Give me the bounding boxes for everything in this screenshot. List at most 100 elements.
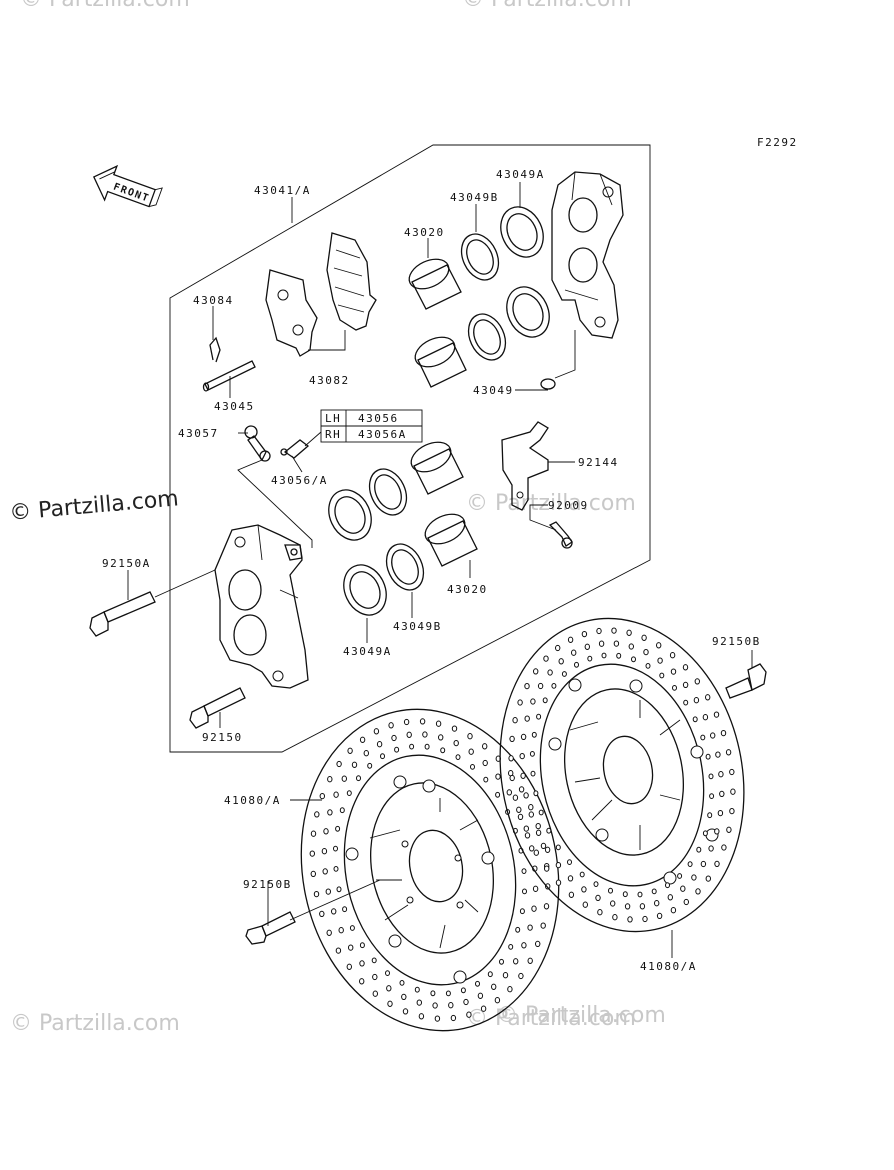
- drill-hole: [480, 1005, 487, 1012]
- drill-hole: [477, 992, 484, 999]
- drill-hole: [597, 909, 603, 916]
- drill-hole: [567, 859, 572, 865]
- drill-hole: [558, 658, 564, 665]
- drill-hole: [430, 990, 436, 997]
- drill-hole: [543, 903, 550, 910]
- callout-92150A: 92150A: [102, 557, 151, 570]
- drill-hole: [568, 891, 575, 898]
- drill-hole: [512, 717, 518, 724]
- drill-hole: [440, 747, 446, 754]
- washer-43049: [540, 378, 556, 390]
- drill-hole: [517, 813, 524, 821]
- side-part-table: LH 43056 RH 43056A: [320, 409, 423, 443]
- drill-hole: [530, 698, 536, 705]
- drill-hole: [518, 972, 524, 980]
- piston-upper-2: [414, 336, 467, 388]
- drill-hole: [581, 886, 587, 893]
- drill-hole: [523, 792, 529, 799]
- drill-hole: [327, 776, 333, 783]
- drill-hole: [399, 980, 405, 986]
- drill-hole: [535, 940, 541, 948]
- drill-hole: [520, 772, 526, 779]
- drill-hole: [424, 743, 430, 750]
- drill-hole: [523, 825, 529, 832]
- drill-hole: [682, 681, 689, 689]
- bleed-valve: [280, 439, 310, 459]
- drill-hole: [515, 926, 521, 933]
- watermark-mid: © Partzilla.com: [466, 491, 636, 516]
- drill-hole: [531, 905, 537, 912]
- drill-hole: [702, 830, 708, 837]
- drill-hole: [401, 993, 407, 1001]
- drill-hole: [475, 980, 480, 987]
- brake-pad-front: [265, 269, 318, 357]
- drill-hole: [708, 845, 714, 852]
- drill-hole: [372, 973, 378, 981]
- drill-hole: [359, 960, 365, 967]
- drill-hole: [387, 1000, 393, 1007]
- callout-43020-bottom: 43020: [447, 583, 488, 596]
- drill-hole: [391, 734, 397, 742]
- callout-43049A-bottom: 43049A: [343, 645, 392, 658]
- drill-hole: [432, 1002, 438, 1009]
- pad-spring-clip: [209, 336, 221, 363]
- drill-hole: [323, 828, 329, 835]
- drill-hole: [700, 860, 707, 868]
- figure-code: F2292: [757, 136, 798, 149]
- bolt-92150: [189, 687, 246, 729]
- drill-hole: [612, 914, 618, 921]
- piston-lower-1: [410, 441, 464, 495]
- watermark-bottom-right: © Partzilla.com: [466, 1006, 636, 1031]
- drill-hole: [631, 656, 636, 663]
- drill-hole: [561, 671, 567, 677]
- drill-hole: [545, 883, 551, 890]
- drill-hole: [687, 861, 693, 867]
- drill-hole: [721, 844, 727, 851]
- drill-hole: [651, 888, 657, 895]
- drill-hole: [494, 997, 501, 1004]
- drill-hole: [582, 901, 588, 908]
- drill-hole: [521, 868, 527, 874]
- drill-hole: [682, 664, 689, 671]
- seal-43049B-upper-2: [467, 313, 507, 361]
- seal-43049A-lower-1: [328, 489, 372, 541]
- seal-43049A-lower-2: [343, 564, 387, 616]
- drill-hole: [356, 775, 361, 782]
- drill-hole: [451, 725, 458, 732]
- drill-hole: [319, 910, 325, 918]
- seal-43049B-lower-1: [368, 468, 408, 516]
- drill-hole: [516, 806, 522, 813]
- watermark-top-right: © Partzilla.com: [462, 0, 632, 12]
- drill-hole: [483, 776, 489, 783]
- drill-hole: [508, 755, 514, 762]
- drill-hole: [544, 846, 551, 853]
- piston-upper-1: [408, 258, 462, 310]
- drill-hole: [672, 685, 677, 691]
- drill-hole: [694, 678, 700, 685]
- drill-hole: [495, 791, 501, 798]
- drill-hole: [450, 1014, 457, 1022]
- watermark-bottom-center: © Partzilla.com: [496, 1003, 666, 1028]
- callout-43057: 43057: [178, 427, 219, 440]
- disc-right-drill-holes: [508, 627, 736, 923]
- drill-hole: [713, 711, 720, 718]
- drill-hole: [327, 809, 333, 816]
- drill-hole: [555, 879, 562, 886]
- drill-hole: [601, 652, 607, 659]
- drill-hole: [714, 860, 720, 868]
- caliper-assembly-outline: [169, 144, 651, 753]
- drill-hole: [637, 891, 643, 898]
- drill-hole: [470, 764, 475, 770]
- bolt-92150B-left: [245, 911, 296, 945]
- callout-43056A: 43056/A: [271, 474, 328, 487]
- drill-hole: [533, 849, 539, 856]
- drill-hole: [517, 699, 523, 706]
- drill-hole: [596, 627, 602, 635]
- drill-hole: [535, 829, 542, 836]
- seal-43049B-upper-1: [460, 233, 500, 281]
- drill-hole: [645, 663, 651, 669]
- drill-hole: [467, 733, 473, 740]
- seal-43049B-lower-2: [385, 543, 425, 591]
- drill-hole: [544, 865, 550, 872]
